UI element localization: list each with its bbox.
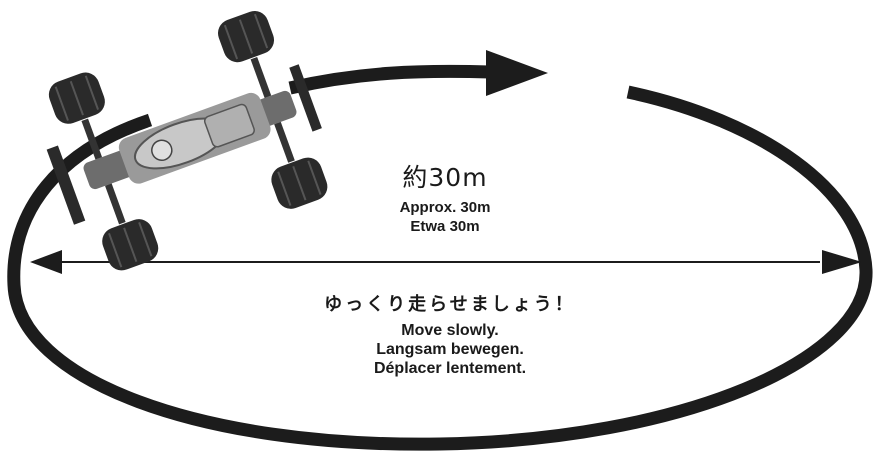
distance-label-de: Etwa 30m (410, 218, 480, 235)
instruction-label-fr: Déplacer lentement. (373, 360, 527, 377)
distance-label-jp: 約30m (402, 163, 488, 192)
direction-arrow-shaft (288, 64, 491, 95)
direction-arrowhead (486, 50, 548, 96)
distance-label-en: Approx. 30m (399, 199, 491, 216)
instruction-label-de: Langsam bewegen. (376, 341, 524, 358)
diameter-arrowhead-left (30, 250, 62, 274)
oval-track-path (7, 85, 873, 451)
instruction-label-en: Move slowly. (401, 322, 499, 339)
rc-car-image (46, 10, 328, 271)
instruction-label-jp: ゆっくり走らせましょう！ (324, 294, 576, 315)
diameter-arrowhead-right (822, 250, 862, 274)
